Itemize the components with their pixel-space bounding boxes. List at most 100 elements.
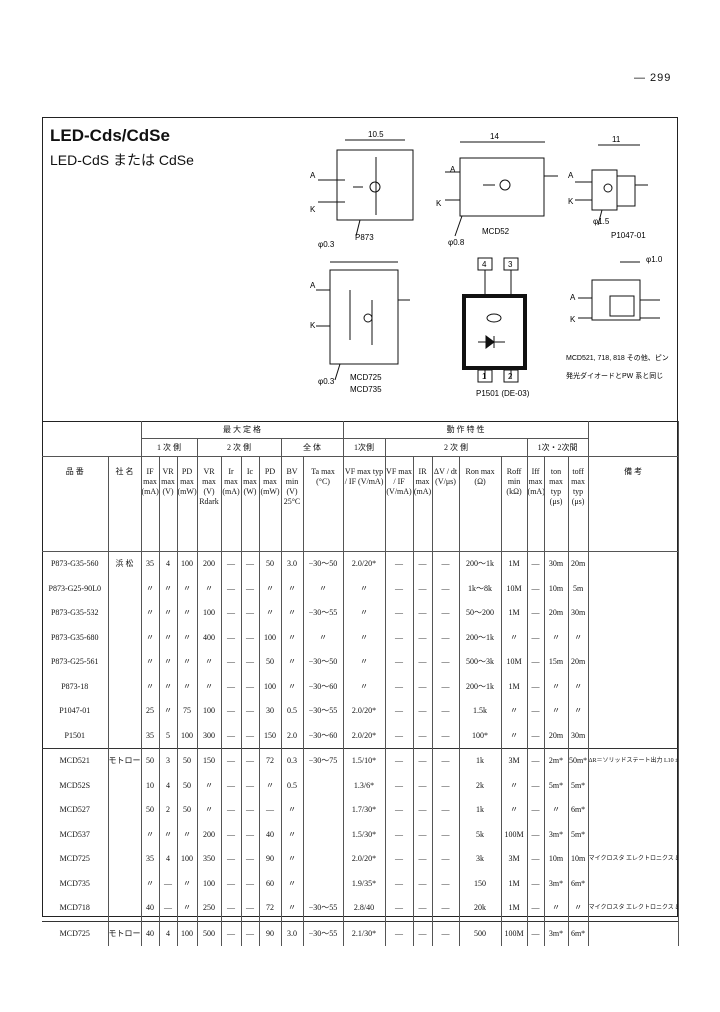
model-cell: P873-G25-90L0 [42, 576, 109, 601]
value-cell: 20m [544, 601, 569, 626]
value-cell: −30〜50 [303, 551, 344, 577]
value-cell: — [385, 822, 414, 847]
d6-note1: MCD521, 718, 818 その他、ピン [566, 353, 669, 362]
value-cell: 30 [259, 699, 282, 724]
value-cell: — [241, 920, 260, 946]
d1-lead-a: A [310, 171, 316, 180]
remark-cell [588, 674, 679, 699]
model-cell: P873-18 [42, 674, 109, 699]
header-primary-c: 1次側 [343, 438, 386, 457]
value-cell: 50 [141, 798, 160, 823]
value-cell: — [527, 625, 545, 650]
value-cell: 300 [197, 723, 222, 749]
d3-lead-a: A [568, 171, 574, 180]
value-cell: 〃 [544, 699, 569, 724]
value-cell: 60 [259, 871, 282, 896]
value-cell: 〃 [281, 871, 304, 896]
value-cell: 〃 [544, 674, 569, 699]
value-cell: 〃 [568, 674, 589, 699]
blank-header [42, 421, 142, 457]
d6-dim-top: φ1.0 [646, 255, 663, 264]
value-cell: — [221, 601, 242, 626]
value-cell: 100 [177, 920, 198, 946]
d2-caption: MCD52 [482, 227, 510, 236]
value-cell: 1.5k [459, 699, 502, 724]
value-cell: 50 [259, 650, 282, 675]
header-remark: 備 考 [588, 456, 679, 552]
model-cell: MCD521 [42, 748, 109, 774]
value-cell: 〃 [501, 625, 528, 650]
value-cell: 5m* [544, 773, 569, 798]
value-cell: — [432, 920, 460, 946]
value-cell: — [527, 576, 545, 601]
value-cell: 20m [568, 551, 589, 577]
d3-dim-side: φ1.5 [593, 217, 610, 226]
value-cell: — [241, 773, 260, 798]
value-cell: — [385, 674, 414, 699]
value-cell: 50 [259, 551, 282, 577]
model-cell: MCD537 [42, 822, 109, 847]
value-cell: 〃 [141, 625, 160, 650]
header-param: toff max typ (μs) [568, 456, 589, 552]
maker-cell [108, 674, 142, 699]
value-cell: — [413, 674, 433, 699]
value-cell: 〃 [544, 625, 569, 650]
value-cell: — [241, 674, 260, 699]
model-cell: MCD725 [42, 847, 109, 872]
value-cell: 5k [459, 822, 502, 847]
value-cell: — [432, 650, 460, 675]
maker-cell [108, 601, 142, 626]
value-cell: — [413, 650, 433, 675]
value-cell: −30〜55 [303, 601, 344, 626]
header-param: IR max (mA) [413, 456, 433, 552]
value-cell: 〃 [197, 773, 222, 798]
value-cell: 500〜3k [459, 650, 502, 675]
value-cell: — [413, 699, 433, 724]
value-cell: 〃 [141, 674, 160, 699]
value-cell: — [385, 699, 414, 724]
remark-cell [588, 576, 679, 601]
value-cell: 4 [159, 773, 178, 798]
value-cell: — [221, 822, 242, 847]
maker-cell [108, 625, 142, 650]
value-cell: 1k [459, 748, 502, 774]
value-cell: — [432, 674, 460, 699]
header-param: IF max (mA) [141, 456, 160, 552]
header-total-r: 全 体 [281, 438, 344, 457]
value-cell: 〃 [197, 798, 222, 823]
value-cell: 35 [141, 847, 160, 872]
value-cell: — [527, 871, 545, 896]
value-cell: — [527, 723, 545, 749]
header-param: PD max (mW) [177, 456, 198, 552]
value-cell: −30〜50 [303, 650, 344, 675]
value-cell: 100M [501, 920, 528, 946]
value-cell: 15m [544, 650, 569, 675]
value-cell: 2.0/20* [343, 723, 386, 749]
header-param: Ir max (mA) [221, 456, 242, 552]
remark-cell [588, 822, 679, 847]
value-cell: 2.8/40 [343, 896, 386, 921]
header-param: Roff min (kΩ) [501, 456, 528, 552]
value-cell: 40 [259, 822, 282, 847]
value-cell: — [221, 798, 242, 823]
value-cell: — [432, 773, 460, 798]
page-number: — 299 [634, 72, 672, 84]
value-cell: 150 [259, 723, 282, 749]
diagram-mcd725 [316, 261, 410, 381]
value-cell: — [413, 847, 433, 872]
remark-cell [588, 625, 679, 650]
maker-cell [108, 699, 142, 724]
value-cell: 5m* [568, 773, 589, 798]
value-cell: 〃 [501, 773, 528, 798]
value-cell: — [432, 798, 460, 823]
value-cell: — [413, 798, 433, 823]
value-cell: 0.3 [281, 748, 304, 774]
header-row-2: 1 次 側 2 次 側 全 体 1次側 2 次 側 1次・2次間 [42, 438, 678, 457]
value-cell: — [221, 551, 242, 577]
value-cell: 250 [197, 896, 222, 921]
value-cell: 75 [177, 699, 198, 724]
value-cell: — [241, 576, 260, 601]
